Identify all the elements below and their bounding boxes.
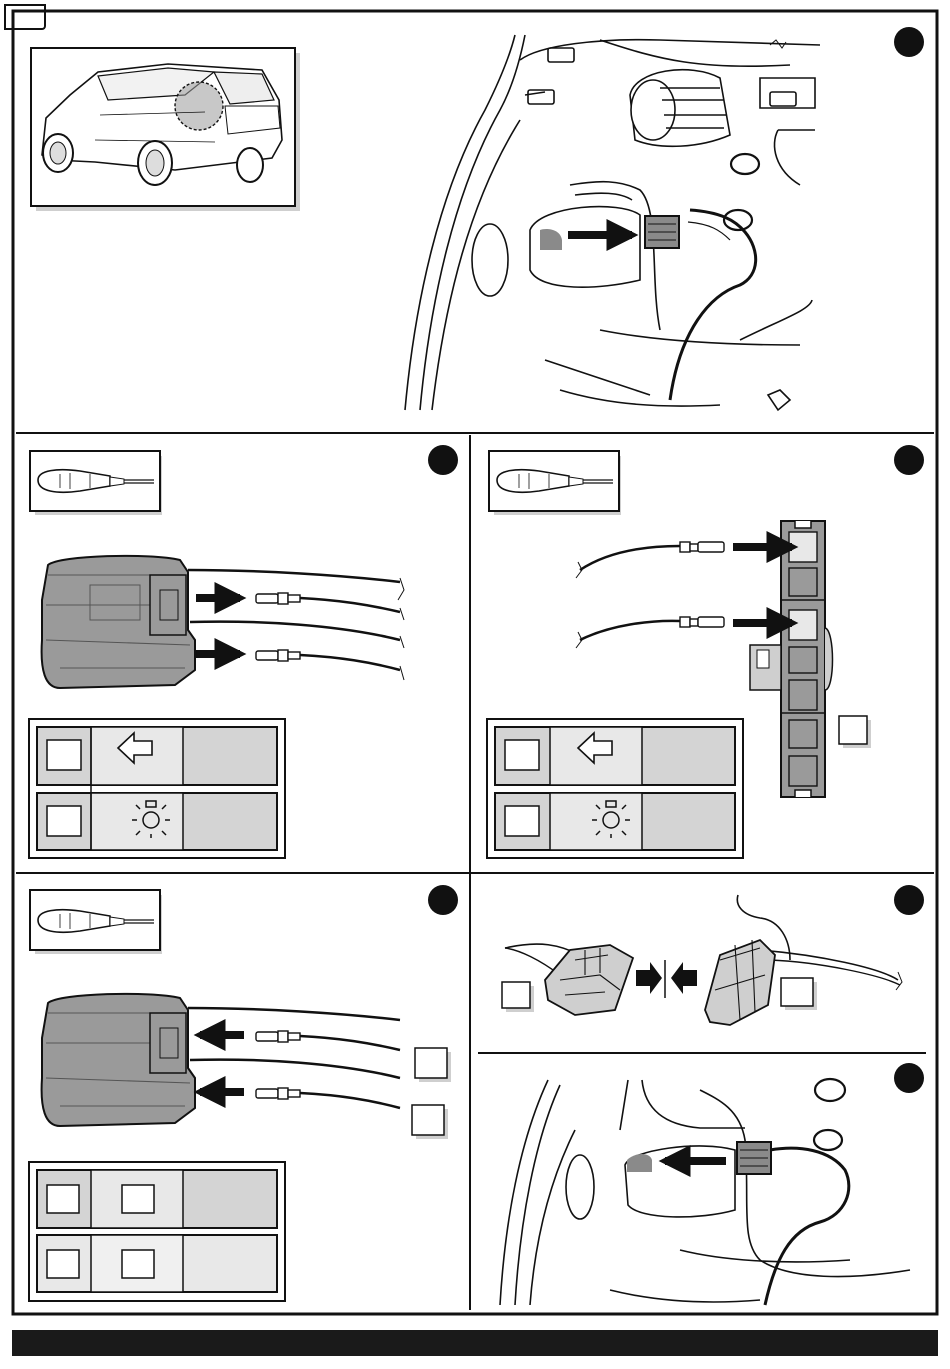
- step-marker-6: [894, 1063, 924, 1093]
- pins-out-of-connector: [42, 556, 404, 688]
- label-box-icon: [122, 1250, 154, 1278]
- step-marker-4: [428, 885, 458, 915]
- mate-arrow-right: [636, 962, 662, 994]
- label-box-icon: [415, 1048, 447, 1078]
- connectors-mating: [502, 895, 902, 1025]
- legend-table-step-4: [29, 1162, 285, 1301]
- pin-extraction-tool-icon-step-2: [30, 451, 162, 515]
- label-box-icon: [781, 978, 813, 1006]
- step-marker-2: [428, 445, 458, 475]
- label-box-icon: [47, 1250, 79, 1278]
- label-box-icon: [47, 1185, 79, 1213]
- label-box-icon: [47, 740, 81, 770]
- label-box-icon: [47, 806, 81, 836]
- legend-table-step-2: [29, 719, 285, 858]
- step-markers: [428, 27, 924, 1093]
- label-box-icon: [502, 982, 530, 1008]
- connector-reinstall: [500, 1079, 910, 1305]
- label-box-icon: [122, 1185, 154, 1213]
- label-box-icon: [505, 740, 539, 770]
- pin-extraction-tool-icon-step-3: [489, 451, 621, 515]
- step-marker-5: [894, 885, 924, 915]
- pin-extraction-tool-icon-step-4: [30, 890, 162, 954]
- footer-bar: [12, 1330, 938, 1356]
- step-marker-1: [894, 27, 924, 57]
- car-rear-hatch-icon: [31, 48, 300, 211]
- label-box-icon: [839, 716, 867, 744]
- legend-table-step-3: [487, 719, 743, 858]
- label-box-icon: [412, 1105, 444, 1135]
- mate-arrow-left: [671, 962, 697, 994]
- label-box-icon: [505, 806, 539, 836]
- step-marker-3: [894, 445, 924, 475]
- pins-back-into-connector: [42, 994, 451, 1139]
- rear-hatch-interior-connector: [405, 35, 820, 410]
